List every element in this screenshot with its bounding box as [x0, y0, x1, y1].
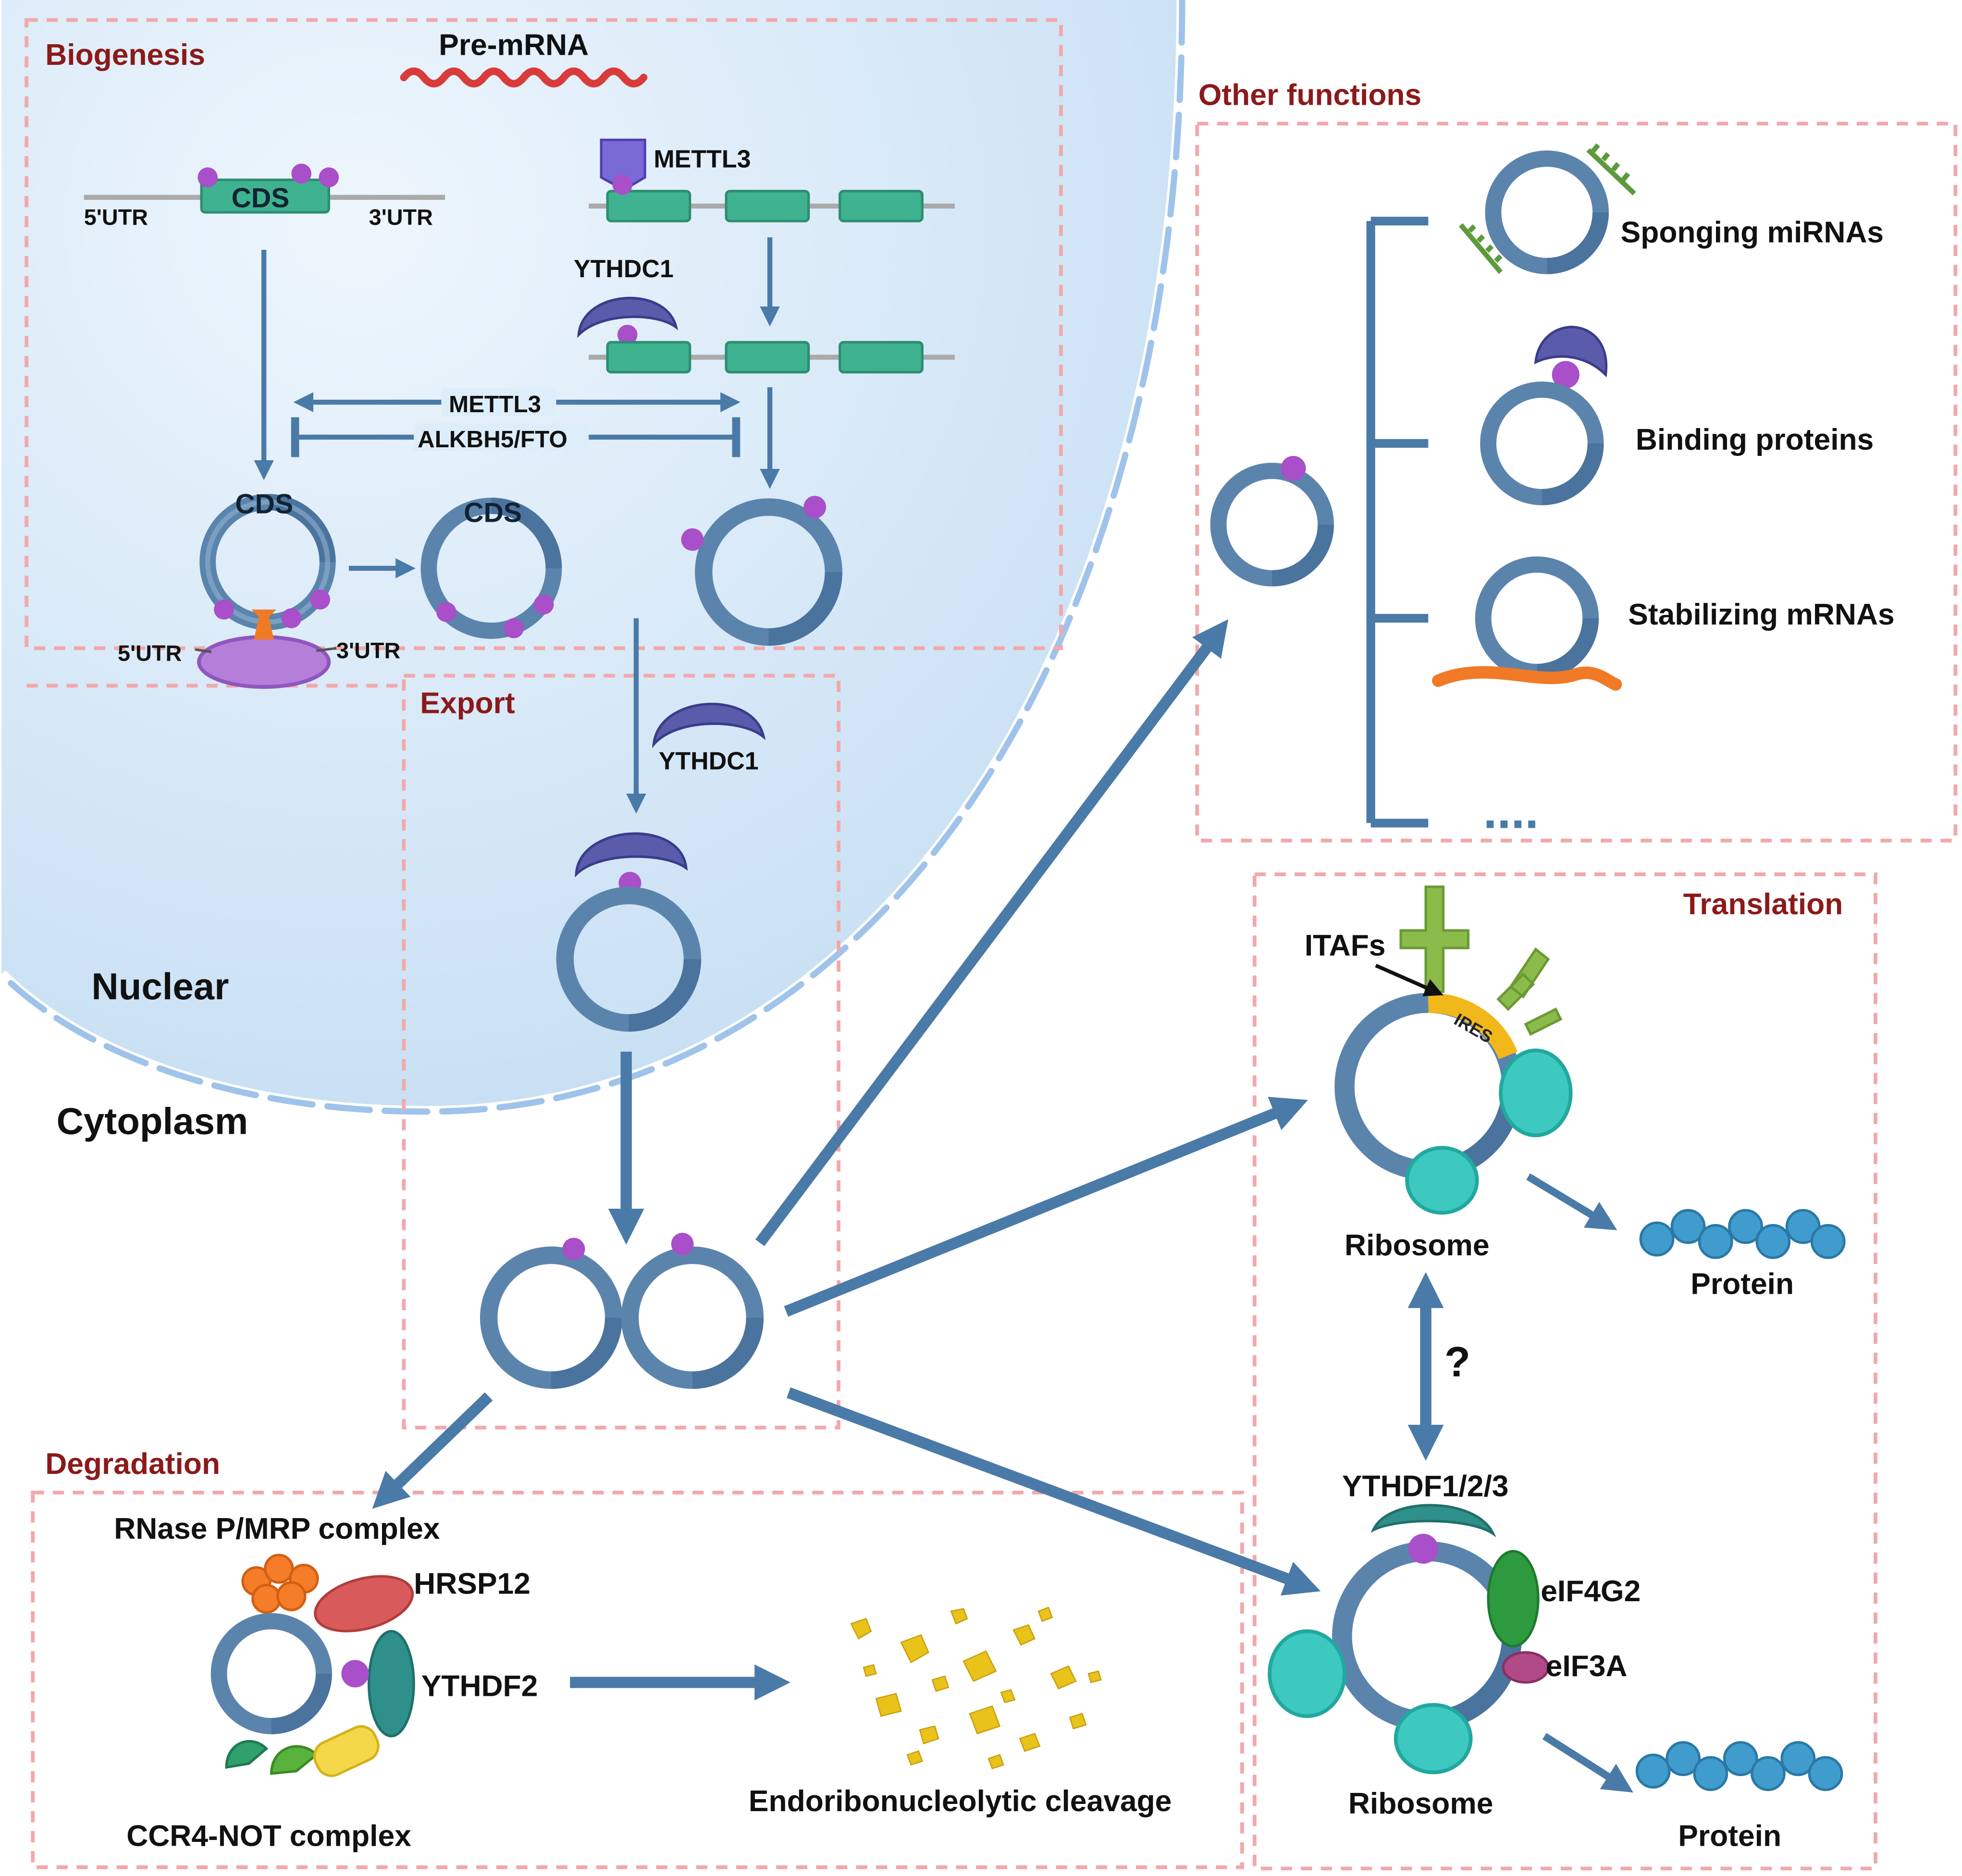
linear-exons-2 [589, 341, 955, 374]
ythdc1-nuclear [577, 296, 679, 345]
circrna-cds-1 [195, 494, 337, 689]
itafs-label: ITAFs [1305, 929, 1386, 962]
sponging-icon [1458, 143, 1636, 274]
ythdf123-label: YTHDF1/2/3 [1342, 1470, 1509, 1503]
utr5-label: 5'UTR [84, 205, 148, 230]
cds-label-linear: CDS [232, 183, 290, 214]
translation-box [1252, 872, 1877, 1871]
cytoplasm-label: Cytoplasm [57, 1100, 248, 1142]
protein-chain-2 [1635, 1741, 1843, 1791]
linear-mrna-left [84, 163, 445, 214]
circrna-pair-cytoplasm [480, 1233, 764, 1389]
m6a-translation-circrna [1268, 1504, 1550, 1775]
arrow-to-m6a-translation [787, 1387, 1321, 1596]
functions-more: .... [1483, 784, 1539, 839]
ribosome-label-1: Ribosome [1345, 1229, 1490, 1262]
protein-label-2: Protein [1678, 1820, 1781, 1853]
ccr4-not-label: CCR4-NOT complex [126, 1820, 411, 1853]
circrna-other-center [1210, 455, 1334, 587]
utr5-label-circ: 5'UTR [118, 640, 182, 665]
rnase-label: RNase P/MRP complex [114, 1512, 440, 1545]
ythdf2-label: YTHDF2 [421, 1670, 538, 1703]
pre-mrna-label: Pre-mRNA [439, 28, 589, 61]
degradation-complex [210, 1554, 415, 1777]
export-title: Export [420, 687, 515, 720]
ythdc1-export-reader [652, 702, 766, 748]
arrow-to-other-functions [755, 619, 1229, 1246]
pre-mrna [400, 67, 648, 87]
section-boxes [25, 18, 1958, 1871]
circ-cds-label-1: CDS [235, 489, 293, 520]
stabilizing-mrna-icon [1432, 556, 1622, 691]
functions-bracket [1366, 217, 1429, 828]
arrow-to-protein-1 [1526, 1173, 1617, 1230]
alkbh5-fto-label: ALKBH5/FTO [418, 426, 568, 453]
ires-circrna [1334, 885, 1573, 1215]
question-mark: ? [1444, 1338, 1470, 1386]
eif4g2-label: eIF4G2 [1541, 1575, 1641, 1608]
linear-exons-1 [589, 190, 955, 222]
mettl3-writer-label: METTL3 [654, 145, 751, 173]
protein-chain-1 [1639, 1209, 1846, 1259]
arrow-to-protein-2 [1542, 1733, 1633, 1793]
degradation-box [31, 1490, 1244, 1869]
nucleus [0, 0, 1188, 1117]
cleavage-fragments [850, 1606, 1102, 1770]
ribosome-label-2: Ribosome [1348, 1787, 1493, 1820]
cleavage-label: Endoribonucleolytic cleavage [749, 1785, 1172, 1818]
eif3a-label: eIF3A [1546, 1650, 1628, 1683]
arrow-to-degradation [372, 1392, 493, 1509]
nuclear-label: Nuclear [91, 965, 229, 1007]
degradation-title: Degradation [45, 1447, 220, 1481]
biogenesis-title: Biogenesis [45, 38, 205, 72]
other-functions-title: Other functions [1198, 78, 1421, 111]
circrna-cds-2 [420, 498, 562, 639]
utr3-label: 3'UTR [369, 205, 433, 230]
function-binding: Binding proteins [1636, 423, 1874, 456]
binding-protein-icon [1480, 326, 1608, 505]
mettl3-promote-label: METTL3 [449, 391, 541, 417]
mettl3-writer [600, 138, 646, 195]
function-stabilizing: Stabilizing mRNAs [1628, 598, 1895, 631]
circrna-methylated [681, 496, 842, 646]
function-sponging: Sponging miRNAs [1621, 216, 1884, 249]
ythdc1-nuclear-label: YTHDC1 [574, 255, 674, 283]
utr3-label-circ: 3'UTR [336, 638, 400, 663]
circ-cds-label-2: CDS [464, 498, 522, 528]
itafs-pointer [1375, 964, 1444, 996]
protein-label-1: Protein [1691, 1267, 1794, 1300]
circrna-ythdc1-bound [556, 832, 702, 1032]
translation-title: Translation [1683, 888, 1843, 921]
ythdc1-export-label: YTHDC1 [659, 748, 759, 775]
export-box [402, 674, 841, 1430]
biogenesis-box [25, 18, 1063, 650]
arrow-to-ires-translation [784, 1097, 1308, 1317]
hrsp12-label: HRSP12 [414, 1567, 531, 1600]
